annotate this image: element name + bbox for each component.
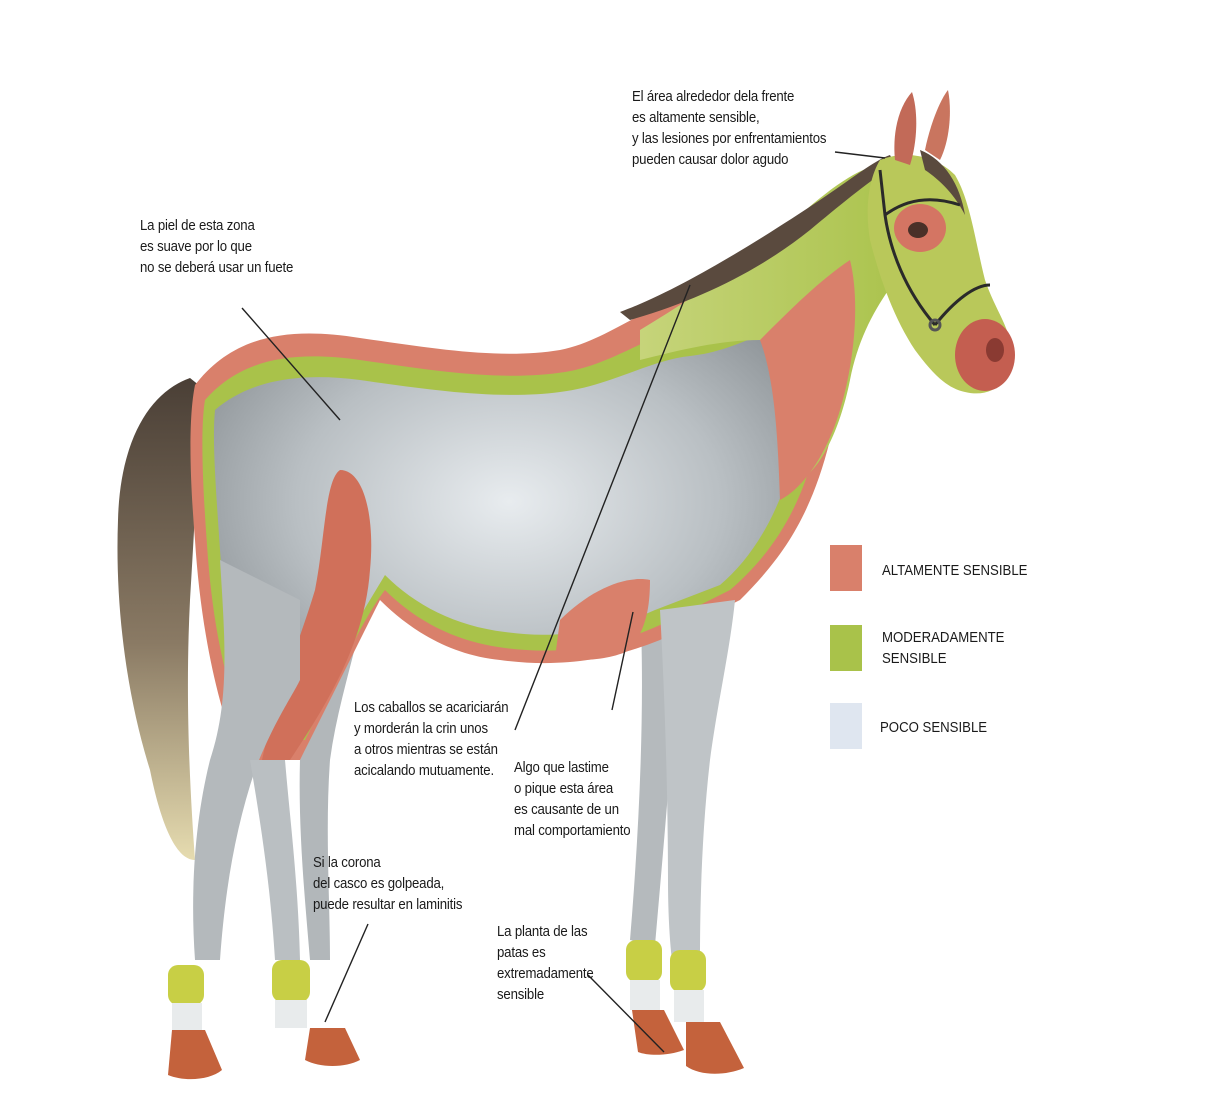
pastern-band-2 — [168, 965, 204, 1005]
pastern-band-3 — [626, 940, 662, 982]
hoof-4 — [686, 1022, 744, 1074]
eye — [908, 222, 928, 238]
hoof-2 — [305, 1028, 360, 1066]
legend-swatch-high — [830, 545, 862, 591]
sock-4 — [674, 990, 704, 1022]
leader-coronet — [325, 924, 368, 1022]
hind-cannon-near — [250, 760, 300, 960]
annotation-belly: Algo que lastime o pique esta área es ca… — [514, 757, 630, 841]
annotation-sole: La planta de las patas es extremadamente… — [497, 921, 594, 1005]
annotation-coronet: Si la corona del casco es golpeada, pued… — [313, 852, 462, 915]
legend-swatch-moderate — [830, 625, 862, 671]
pastern-band-4 — [670, 950, 706, 992]
sock-2 — [172, 1003, 202, 1033]
fore-leg-near — [660, 600, 735, 960]
ear-left — [894, 92, 916, 165]
ear-right — [925, 90, 950, 160]
nostril — [986, 338, 1004, 362]
hoof-1 — [168, 1030, 222, 1079]
muzzle — [955, 319, 1015, 391]
legend-swatch-low — [830, 703, 862, 749]
legend-label-moderate: MODERADAMENTE SENSIBLE — [882, 627, 1004, 669]
annotation-forehead: El área alrededor dela frente es altamen… — [632, 86, 826, 170]
leader-forehead — [835, 152, 885, 158]
sock-3 — [630, 980, 660, 1010]
sock-1 — [275, 1000, 307, 1028]
annotation-back: La piel de esta zona es suave por lo que… — [140, 215, 293, 278]
pastern-band-1 — [272, 960, 310, 1002]
legend-label-high: ALTAMENTE SENSIBLE — [882, 560, 1027, 581]
annotation-mane: Los caballos se acariciarán y morderán l… — [354, 697, 508, 781]
legend-label-low: POCO SENSIBLE — [880, 717, 987, 738]
